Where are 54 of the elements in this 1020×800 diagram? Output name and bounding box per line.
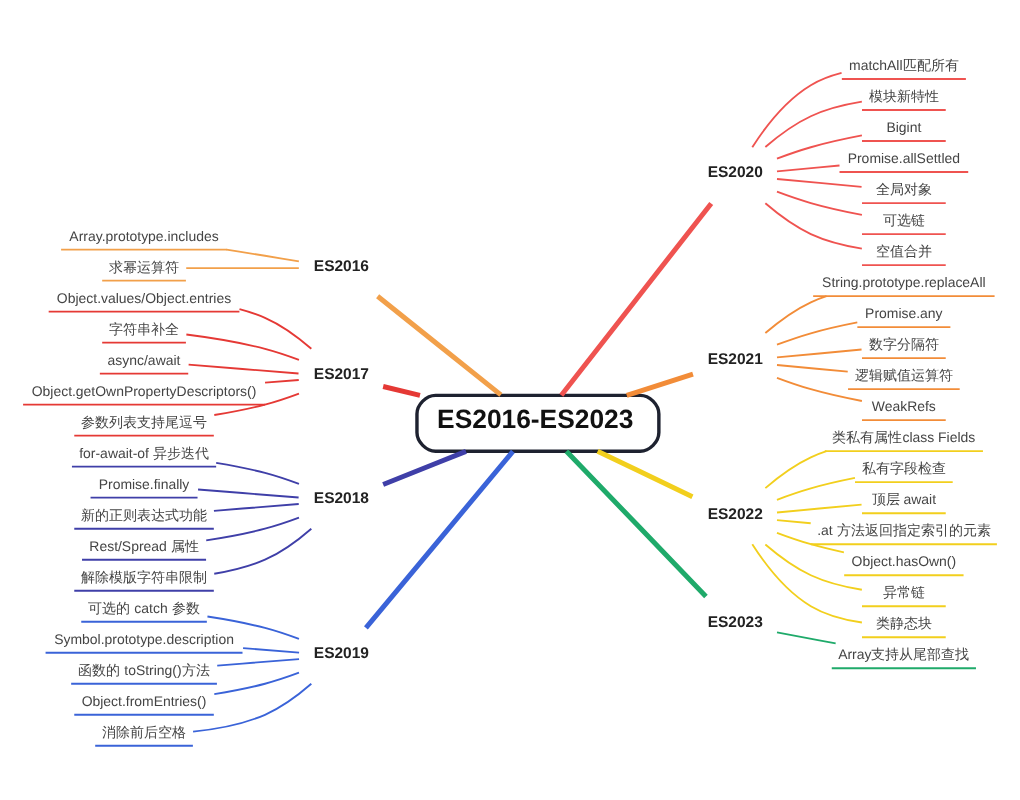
connector [776, 519, 812, 525]
connector [205, 516, 300, 542]
connector [213, 527, 313, 575]
connector [213, 671, 300, 696]
node-text: ES2023 [707, 613, 763, 632]
connector [213, 503, 300, 512]
node-text: ES2017 [313, 365, 370, 384]
connector [625, 371, 694, 398]
connector [559, 201, 714, 397]
connector [596, 448, 694, 499]
connector [225, 248, 300, 263]
connector [382, 384, 421, 398]
node-text: ES2022 [707, 504, 763, 523]
connector [751, 72, 843, 149]
connector [264, 379, 300, 384]
node-text: ES2018 [313, 489, 370, 508]
connector [242, 647, 300, 654]
connector [215, 461, 300, 485]
connector [213, 392, 300, 416]
connector [764, 295, 828, 334]
node-text: ES2020 [707, 163, 763, 182]
node-text: ES2019 [313, 644, 370, 663]
connector [187, 363, 300, 375]
connector [764, 543, 863, 591]
node-box: ES2016-ES2023 [415, 393, 661, 453]
node-text: ES2021 [707, 349, 763, 368]
connector [776, 348, 863, 359]
connector [776, 321, 859, 346]
connector [776, 190, 863, 216]
connector [764, 100, 863, 148]
connector [776, 477, 856, 501]
connector [216, 658, 300, 667]
connector [238, 308, 313, 350]
connector [776, 164, 841, 173]
connector [776, 531, 845, 554]
connector [776, 503, 863, 514]
connector [776, 376, 863, 402]
connector [185, 333, 300, 361]
connector [764, 202, 863, 250]
connector [382, 449, 467, 487]
connector [206, 615, 300, 640]
node-text: ES2016 [313, 256, 370, 275]
connector [185, 267, 300, 270]
connector [776, 364, 849, 373]
connector [764, 450, 828, 490]
connector [776, 134, 863, 160]
connector [197, 488, 300, 499]
connector [192, 682, 313, 733]
connector [776, 178, 863, 188]
connector [751, 543, 863, 624]
connector [776, 631, 837, 645]
connector [376, 294, 503, 397]
connector [564, 449, 708, 599]
connector [364, 449, 515, 630]
